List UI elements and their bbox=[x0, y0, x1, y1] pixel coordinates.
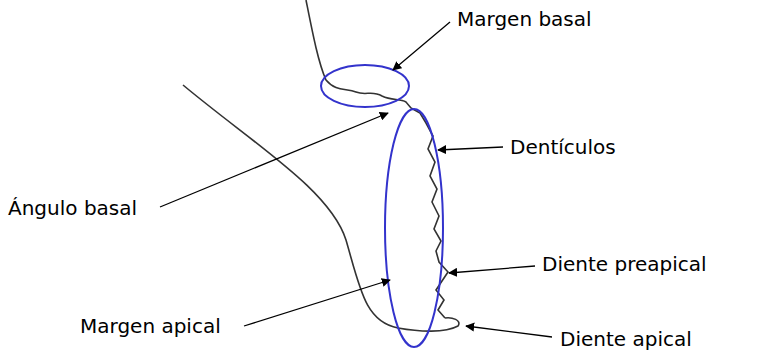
apical-ellipse bbox=[385, 109, 443, 347]
basal-margin-line bbox=[306, 0, 411, 108]
part-label: Margen apical bbox=[80, 316, 221, 336]
part-label: Ángulo basal bbox=[8, 198, 137, 218]
part-label: Dentículos bbox=[510, 137, 616, 157]
leader-line bbox=[244, 280, 390, 326]
leader-line bbox=[438, 147, 503, 150]
leader-lines bbox=[160, 22, 552, 337]
part-label: Diente preapical bbox=[542, 254, 707, 274]
leader-line bbox=[160, 113, 388, 207]
leader-line bbox=[466, 326, 552, 337]
leader-line bbox=[393, 22, 450, 70]
outer-contour bbox=[183, 85, 459, 331]
leader-line bbox=[449, 266, 535, 273]
part-label: Diente apical bbox=[560, 329, 692, 349]
basal-ellipse bbox=[321, 65, 409, 107]
part-label: Margen basal bbox=[457, 9, 592, 29]
